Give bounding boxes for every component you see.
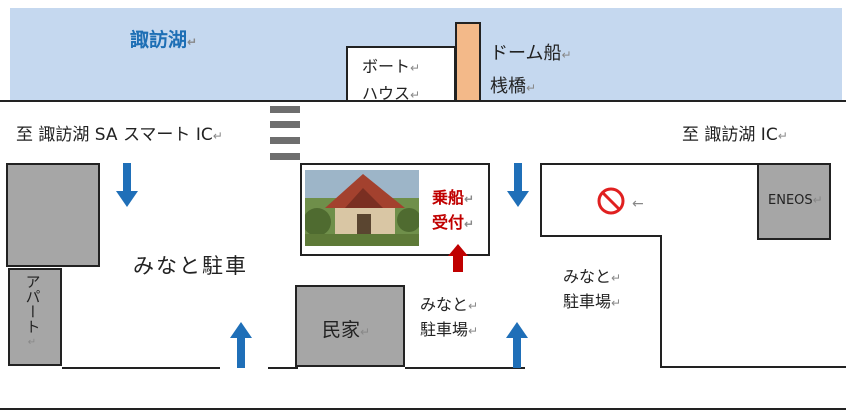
- building-left: [6, 163, 100, 267]
- eneos-label: ENEOS↵: [768, 193, 823, 208]
- lot-boundary: [405, 367, 525, 369]
- crosswalk-stripe: [270, 121, 300, 128]
- lot-boundary: [660, 366, 846, 368]
- lot-boundary: [218, 367, 220, 369]
- arrow-down-icon: [116, 163, 138, 213]
- lot-boundary: [540, 163, 542, 236]
- arrow-down-icon: [507, 163, 529, 213]
- parking-label-middle: みなと↵ 駐車場↵: [420, 295, 479, 339]
- arrow-up-icon: [506, 322, 528, 372]
- parking-label-main: みなと駐車: [133, 254, 248, 278]
- reception-photo: [305, 170, 419, 246]
- svg-text:←: ←: [632, 196, 644, 212]
- lot-boundary: [540, 163, 758, 165]
- crosswalk-stripe: [270, 153, 300, 160]
- private-house-label: 民家↵: [322, 319, 371, 341]
- lot-boundary: [540, 235, 662, 237]
- private-house: [295, 285, 405, 367]
- no-entry-icon: ←: [596, 186, 656, 222]
- crosswalk-stripe: [270, 106, 300, 113]
- apartment-building: [8, 268, 62, 366]
- crosswalk-stripe: [270, 137, 300, 144]
- arrow-up-icon: [230, 322, 252, 372]
- direction-right: 至 諏訪湖 IC↵: [682, 125, 788, 145]
- road-edge-top: [0, 100, 846, 102]
- lot-boundary: [268, 367, 298, 369]
- boathouse: [346, 46, 456, 102]
- lot-boundary: [660, 235, 662, 367]
- apartment-label: アパート ↵: [23, 274, 42, 348]
- direction-left: 至 諏訪湖 SA スマート IC↵: [16, 125, 223, 145]
- parking-label-right: みなと↵ 駐車場↵: [563, 267, 622, 311]
- lot-boundary: [62, 367, 220, 369]
- eneos-gas-station: [757, 163, 831, 240]
- boarding-reception-label: 乗船↵ 受付↵: [432, 188, 475, 232]
- lake-name: 諏訪湖↵: [130, 29, 198, 51]
- pier-label: ドーム船↵ 桟橋↵: [490, 43, 572, 97]
- dome-boat-pier: [455, 22, 481, 102]
- return-mark-icon: ↵: [187, 35, 198, 49]
- boathouse-label: ボート↵ ハウス↵: [362, 57, 421, 103]
- road-edge-bottom: [0, 408, 846, 410]
- arrow-up-red-icon: [448, 244, 468, 276]
